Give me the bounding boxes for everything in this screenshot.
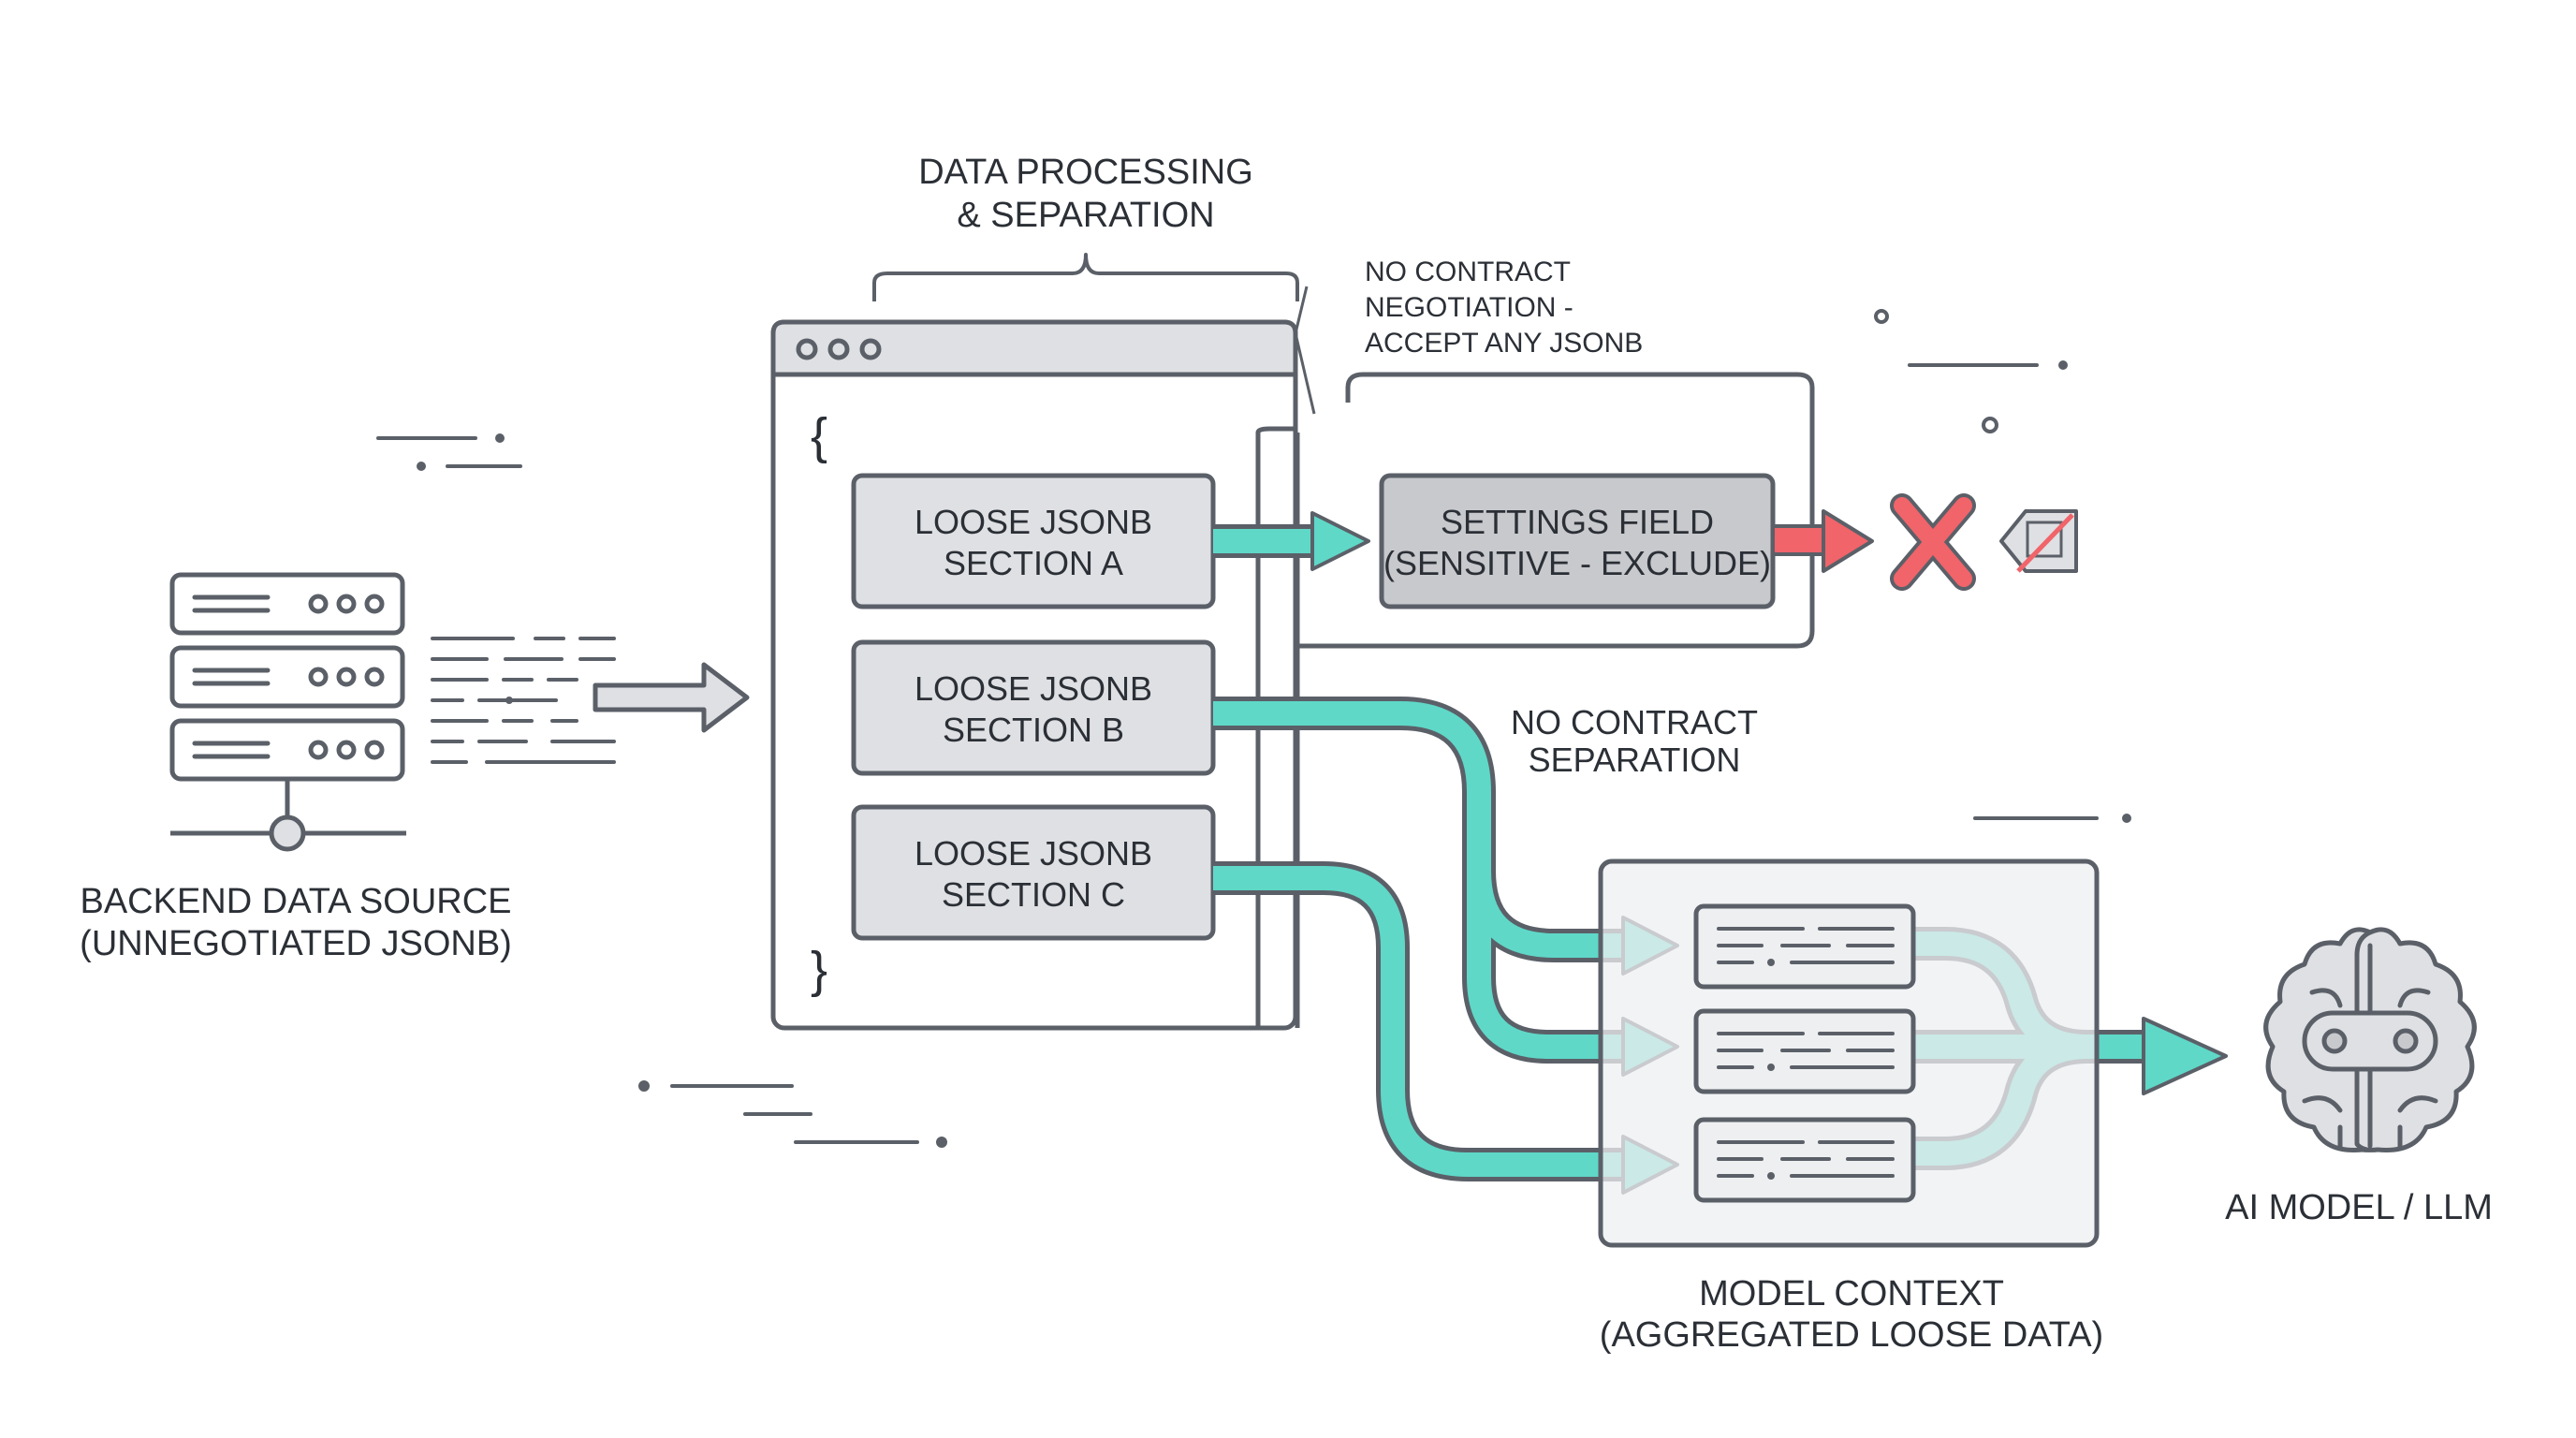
red-x-icon (1890, 493, 1976, 591)
section-a-line1: LOOSE JSONB (915, 503, 1152, 541)
ai-model-label: AI MODEL / LLM (2225, 1188, 2493, 1227)
settings-field-line2: (SENSITIVE - EXCLUDE) (1383, 544, 1771, 582)
server-stack-icon (169, 572, 406, 852)
model-context-line1: MODEL CONTEXT (1699, 1274, 2004, 1313)
input-speed-lines (431, 637, 616, 764)
section-c-line2: SECTION C (942, 875, 1125, 914)
backend-label-line1: BACKEND DATA SOURCE (80, 882, 511, 921)
section-b-line2: SECTION B (943, 711, 1124, 749)
backend-label: BACKEND DATA SOURCE (UNNEGOTIATED JSONB) (80, 882, 512, 963)
open-brace: { (811, 408, 827, 464)
sep-line1: NO CONTRACT (1511, 703, 1758, 741)
backend-label-line2: (UNNEGOTIATED JSONB) (80, 924, 512, 963)
context-item-2 (1693, 1008, 1916, 1094)
processing-header: DATA PROCESSING & SEPARATION (918, 153, 1253, 235)
reject-arrow (1771, 509, 1874, 573)
arrowhead-to-model (2142, 1017, 2228, 1095)
close-brace: } (811, 942, 827, 998)
processing-title-line2: & SEPARATION (957, 196, 1214, 235)
window-dots (796, 338, 882, 360)
section-b-box: LOOSE JSONB SECTION B (851, 639, 1216, 776)
settings-field-line1: SETTINGS FIELD (1441, 503, 1714, 541)
brain-chip-icon (2263, 927, 2477, 1152)
model-context-label: MODEL CONTEXT (AGGREGATED LOOSE DATA) (1600, 1274, 2103, 1355)
neg-line1: NO CONTRACT (1365, 257, 1571, 287)
settings-field-box: SETTINGS FIELD (SENSITIVE - EXCLUDE) (1379, 473, 1776, 609)
context-item-1 (1693, 903, 1916, 990)
blocked-tag-icon (1999, 509, 2078, 573)
section-a-line2: SECTION A (944, 544, 1123, 582)
callout-tick (1294, 286, 1309, 334)
neg-line2: NEGOTIATION - (1365, 292, 1573, 323)
section-c-line1: LOOSE JSONB (915, 834, 1152, 873)
callout-line (1294, 332, 1316, 415)
section-b-line1: LOOSE JSONB (915, 669, 1152, 708)
no-contract-separation-label: NO CONTRACT SEPARATION (1511, 703, 1758, 779)
no-contract-negotiation-label: NO CONTRACT NEGOTIATION - ACCEPT ANY JSO… (1365, 257, 1643, 359)
model-context-line2: (AGGREGATED LOOSE DATA) (1600, 1315, 2103, 1355)
input-arrow (593, 662, 750, 733)
section-a-box: LOOSE JSONB SECTION A (851, 473, 1216, 609)
neg-line3: ACCEPT ANY JSONB (1365, 328, 1643, 359)
context-item-3 (1693, 1117, 1916, 1203)
processing-brace (872, 253, 1299, 301)
sep-line2: SEPARATION (1529, 741, 1741, 779)
arrowhead-section-a (1310, 511, 1370, 571)
processing-title-line1: DATA PROCESSING (918, 153, 1253, 192)
decorative-dashes (376, 309, 2131, 1148)
section-c-box: LOOSE JSONB SECTION C (851, 804, 1216, 941)
model-context-items (1693, 903, 1916, 1203)
